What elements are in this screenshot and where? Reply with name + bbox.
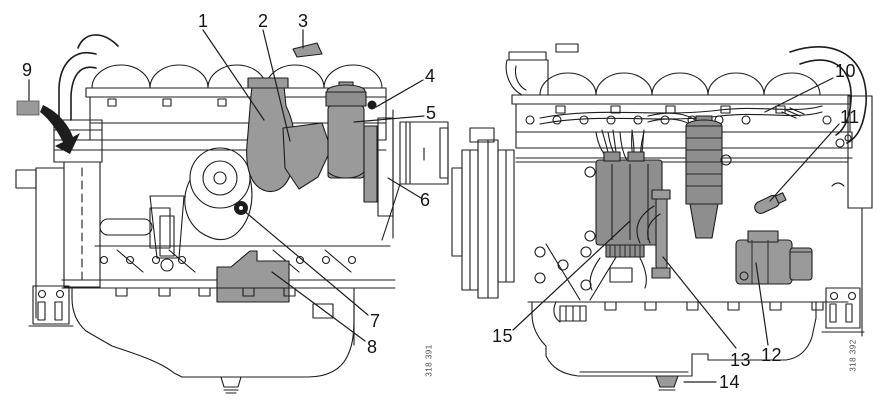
flywheel-housing <box>381 109 449 241</box>
rear-foot-bracket <box>821 287 865 333</box>
oil-filter-housing <box>325 81 367 179</box>
bracket-highlight <box>282 122 332 190</box>
oil-sump-b <box>531 301 817 377</box>
block-bolts <box>534 246 592 291</box>
callout-15-label: 15 <box>492 326 514 346</box>
sensor <box>754 192 787 214</box>
drain-plug-right <box>655 375 679 388</box>
exhaust-pipe <box>58 34 119 121</box>
head-rail-b <box>515 103 851 133</box>
leader-line-6 <box>387 177 422 199</box>
leader-line-15 <box>512 220 631 331</box>
end-cap <box>847 95 873 209</box>
leader-line-4 <box>375 79 424 108</box>
wedge-highlight <box>292 42 323 58</box>
leader-line-7 <box>242 209 369 316</box>
callout-1-label: 1 <box>198 11 209 31</box>
leader-line-10 <box>764 77 834 113</box>
injector-cables <box>595 112 701 165</box>
duct-cap <box>247 77 289 89</box>
ecu-unit <box>584 129 663 291</box>
figure-number-right: 318 392 <box>848 339 858 372</box>
fuel-pipe <box>636 189 671 279</box>
callout-2-label: 2 <box>258 11 269 31</box>
callout-14-label: 14 <box>719 372 741 392</box>
callout-8-label: 8 <box>367 337 378 357</box>
turbocharger <box>184 147 253 241</box>
bolt-dot <box>367 100 377 110</box>
wiring-harness <box>539 105 823 125</box>
leader-line-2 <box>262 29 291 142</box>
direction-arrow <box>40 105 80 154</box>
front-foot-bracket <box>28 285 74 327</box>
figure-number-left: 318 391 <box>424 344 434 377</box>
head-base <box>89 122 387 141</box>
leader-line-13 <box>662 256 737 349</box>
valve-covers-left <box>91 64 383 89</box>
crankcase-ribs <box>116 249 352 273</box>
callout-10-label: 10 <box>835 61 857 81</box>
callout-13-label: 13 <box>730 350 752 370</box>
fuel-filter-housing <box>685 115 732 239</box>
flywheel-discs <box>451 127 515 299</box>
leader-line-11 <box>769 123 840 202</box>
leader-line-5 <box>353 115 425 123</box>
leader-line-1 <box>202 29 265 121</box>
head-bolts <box>107 98 337 107</box>
oil-sump <box>71 287 355 378</box>
mount-bracket <box>149 195 185 259</box>
leader-line-8 <box>271 271 366 342</box>
valve-covers-right <box>539 72 821 96</box>
callout-5-label: 5 <box>426 103 437 123</box>
right-engine-view <box>451 43 873 391</box>
intake-elbow <box>505 59 549 96</box>
color-swatch <box>16 100 40 116</box>
drain-plug-left <box>220 376 242 394</box>
callout-11-label: 11 <box>840 107 860 127</box>
callout-7-label: 7 <box>370 311 381 331</box>
strip-highlight <box>363 125 378 203</box>
callout-4-label: 4 <box>425 66 436 86</box>
crankcase-bolts <box>99 255 357 265</box>
leader-line-12 <box>755 262 769 346</box>
callout-6-label: 6 <box>420 190 431 210</box>
starter-motor <box>735 230 813 285</box>
charge-pipe <box>789 46 867 144</box>
mount-stud <box>99 218 153 236</box>
callout-3-label: 3 <box>298 11 309 31</box>
cable-connector <box>553 301 587 323</box>
callout-9-label: 9 <box>22 60 33 80</box>
callout-12-label: 12 <box>761 345 783 365</box>
rocker-rail-b <box>511 94 851 105</box>
left-engine-view <box>15 29 449 394</box>
